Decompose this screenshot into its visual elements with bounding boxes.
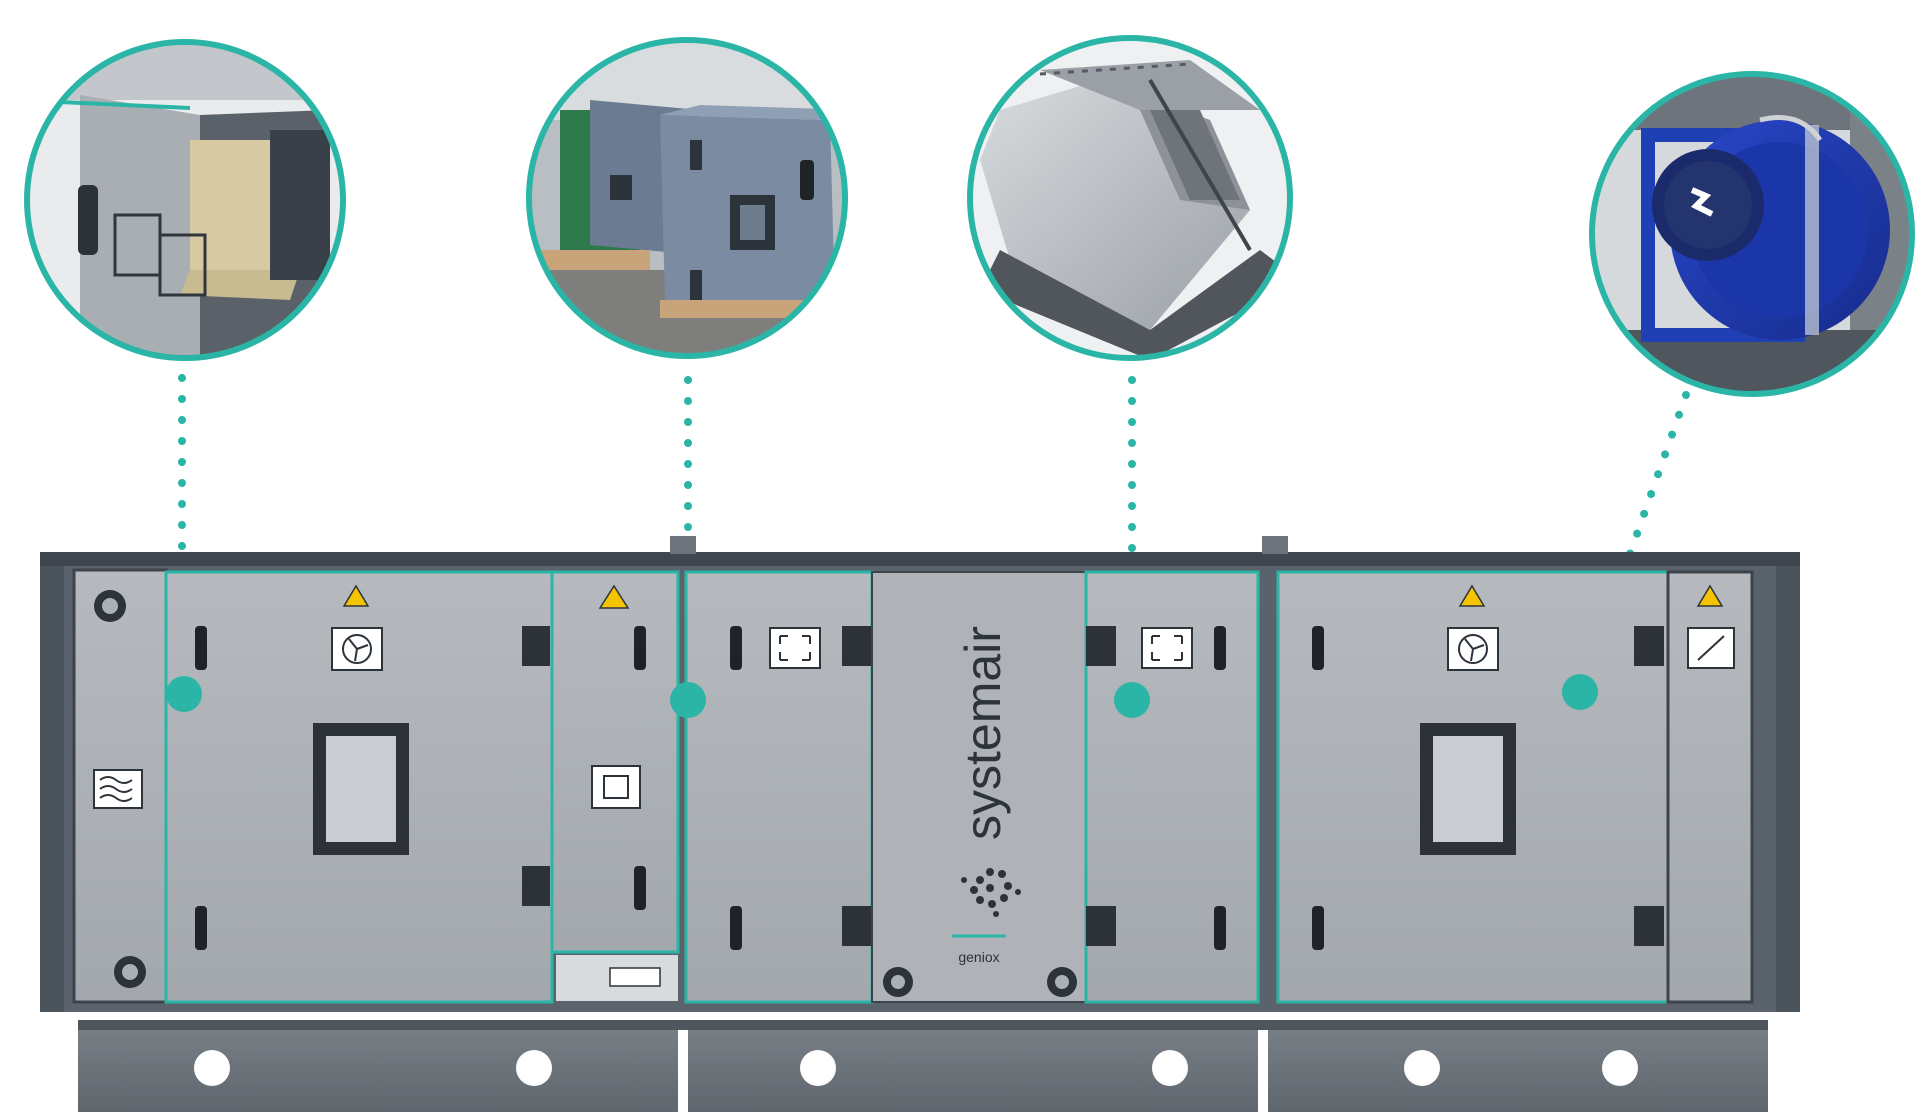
- model-name: geniox: [958, 949, 999, 965]
- warning-sign-icon: [1458, 584, 1486, 607]
- door-handle: [1312, 906, 1324, 950]
- heat-recovery-icon: [769, 627, 821, 669]
- warning-sign-icon: [342, 584, 370, 607]
- damper-icon: [1687, 627, 1735, 669]
- section-heat-recovery: systemair geniox: [684, 570, 1260, 1004]
- filter-icon: [93, 769, 143, 809]
- ahu-unit: systemair geniox: [40, 536, 1800, 1112]
- door-handle: [1214, 626, 1226, 670]
- door-handle: [730, 626, 742, 670]
- fan-symbol-icon: [1447, 627, 1499, 671]
- section-supply-fan: [72, 568, 554, 1004]
- warning-sign-icon: [598, 584, 630, 609]
- door-handle: [730, 906, 742, 950]
- section-exhaust-fan: [1276, 570, 1754, 1004]
- brand-wordmark: systemair: [955, 626, 1011, 840]
- control-chip-icon: [591, 765, 641, 809]
- warning-sign-icon: [1696, 584, 1724, 607]
- section-controls: [522, 570, 680, 1001]
- brand-logo-icon: [961, 868, 1021, 917]
- door-handle: [634, 626, 646, 670]
- door-handle: [195, 626, 207, 670]
- callout-insulated-panel: [24, 39, 346, 361]
- callout-factory-units: [526, 37, 848, 359]
- callout-rotary-heat-exchanger: [967, 35, 1293, 361]
- door-handle: [195, 906, 207, 950]
- door-handle: [1312, 626, 1324, 670]
- fan-symbol-icon: [331, 627, 383, 671]
- callout-ec-plug-fan: [1589, 71, 1915, 397]
- door-handle: [634, 866, 646, 910]
- door-handle: [1214, 906, 1226, 950]
- heat-recovery-icon: [1141, 627, 1193, 669]
- callout-markers: [166, 674, 1598, 718]
- base-frame: [78, 1020, 1768, 1112]
- logo-panel: [871, 571, 1087, 1003]
